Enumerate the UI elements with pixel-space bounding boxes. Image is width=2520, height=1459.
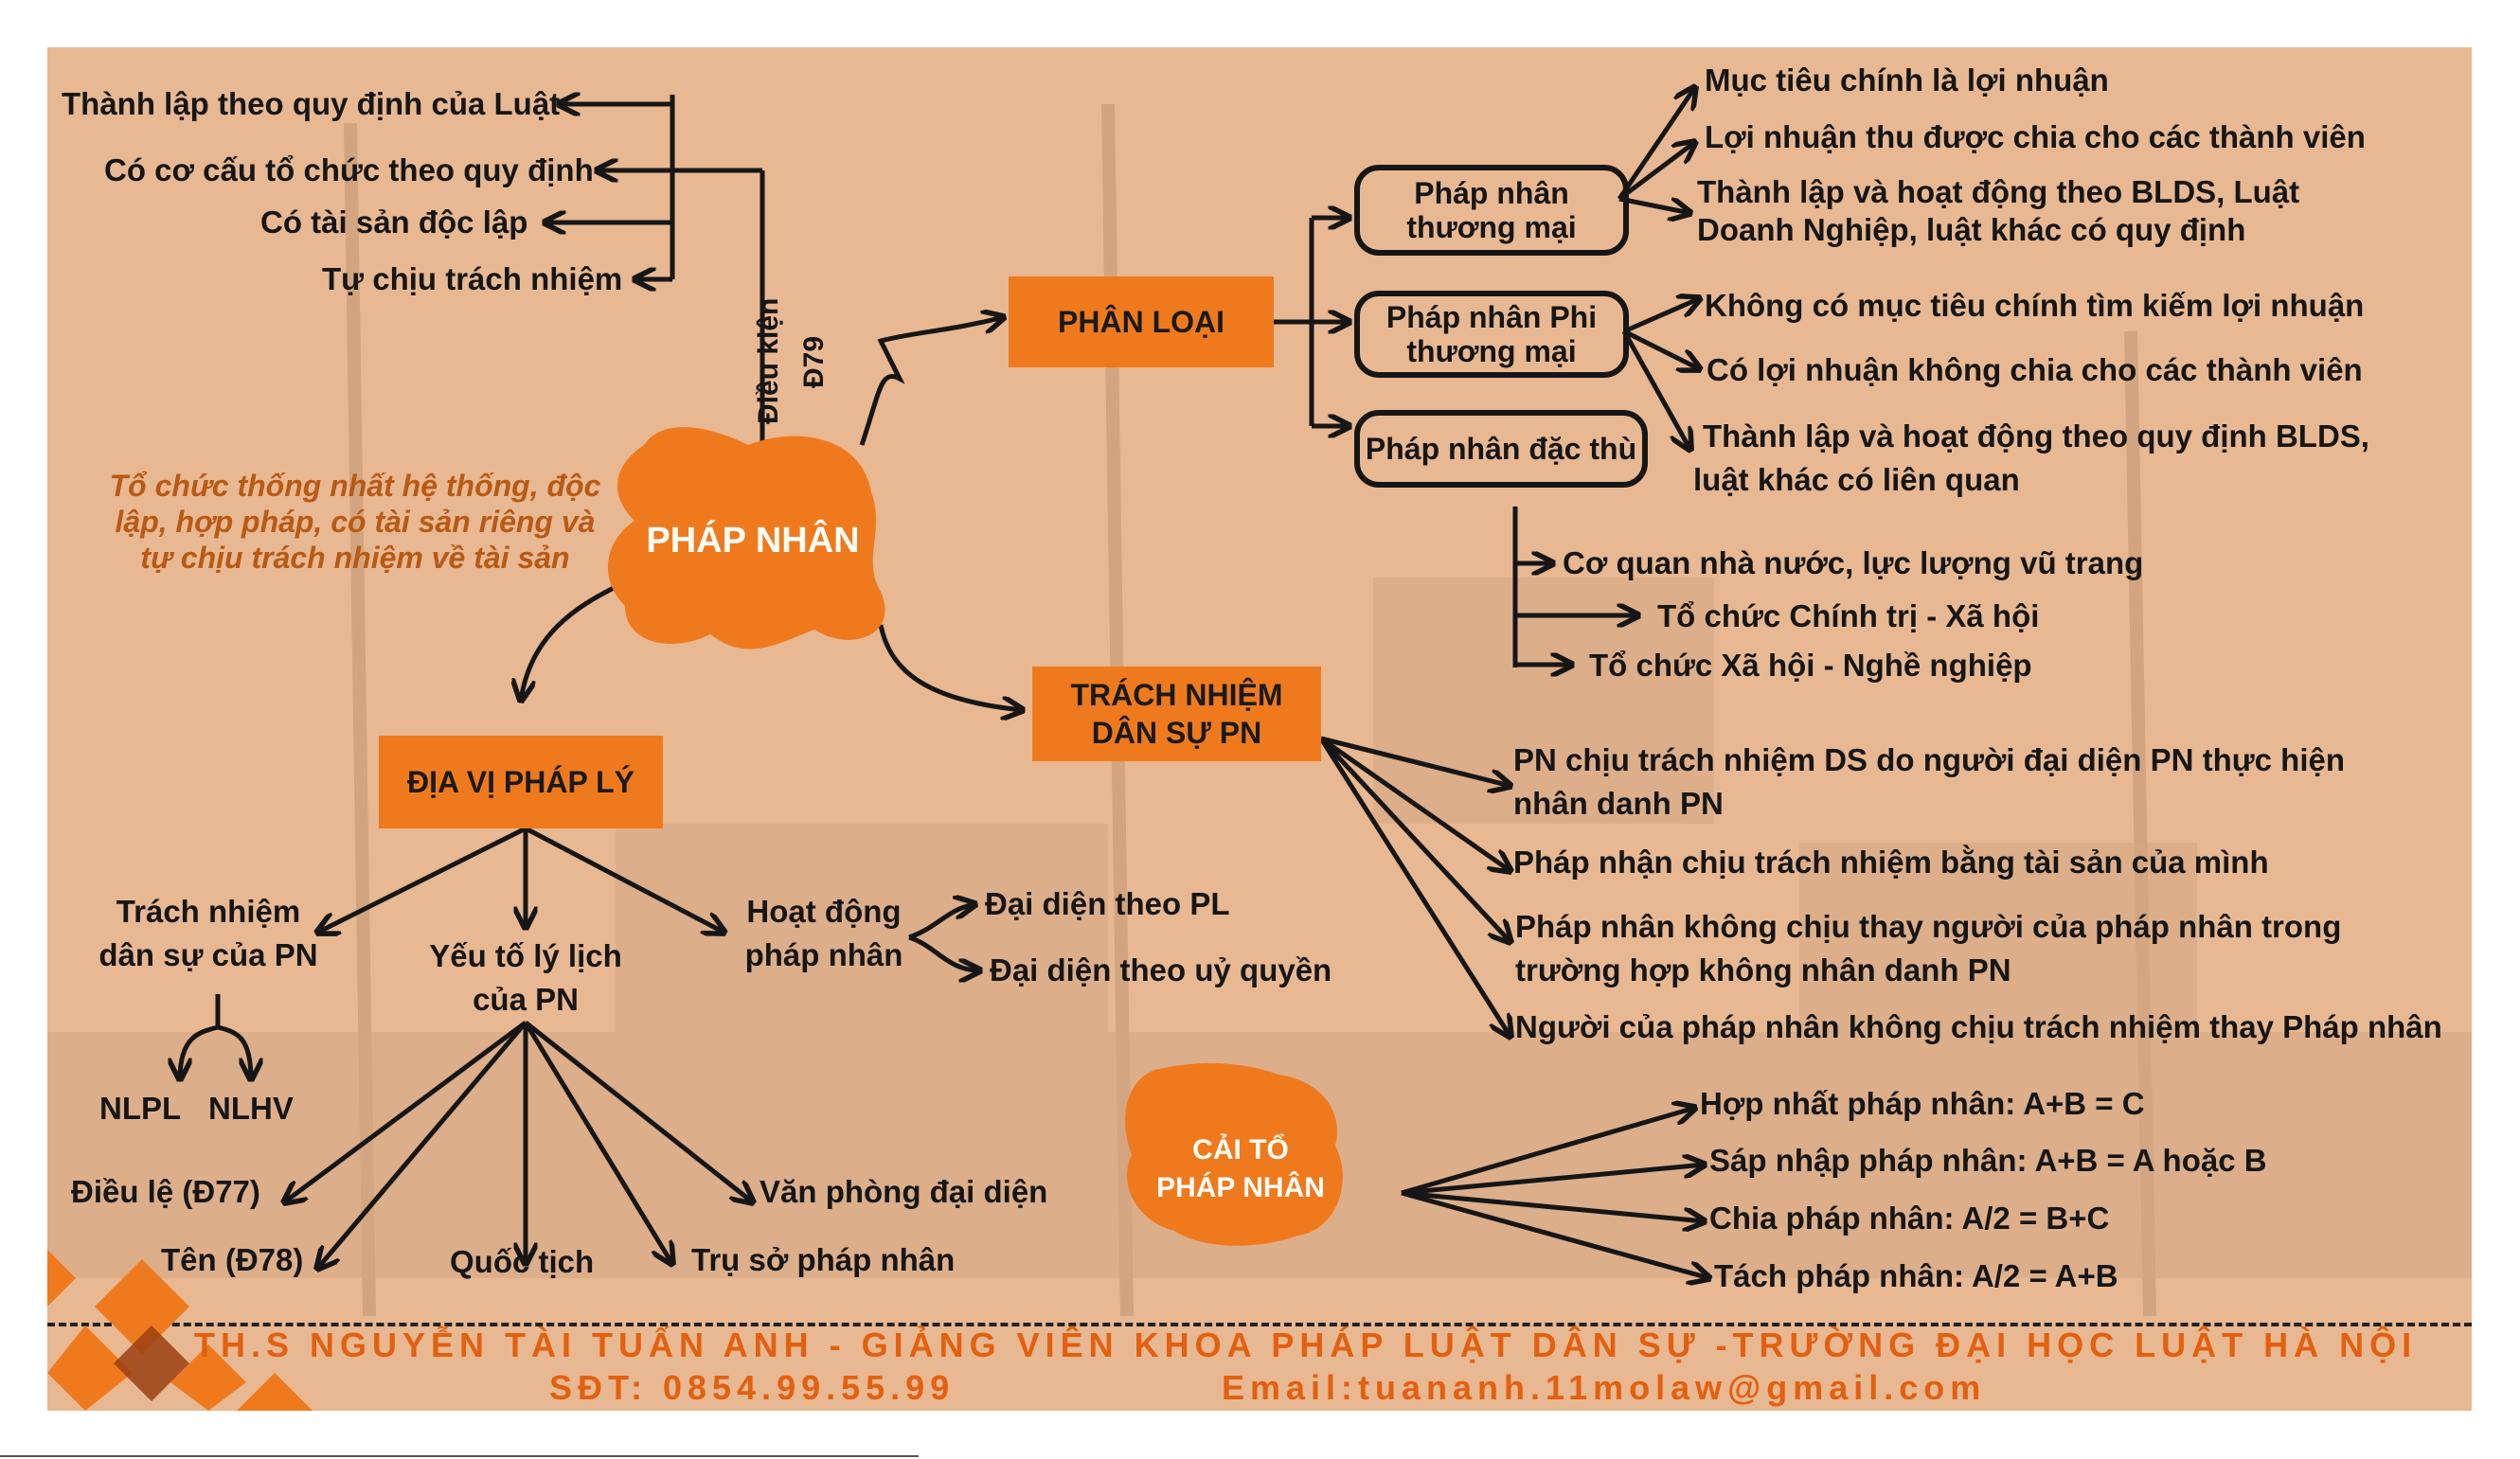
decorative-diamonds	[47, 1250, 313, 1411]
definition-text: Tổ chức thống nhất hệ thống, độc lập, hợ…	[90, 468, 620, 576]
dac-thu-item: Tổ chức Xã hội - Nghề nghiệp	[1589, 648, 2032, 683]
center-node: PHÁP NHÂN	[646, 521, 860, 560]
trait-item: Có lợi nhuận không chia cho các thành vi…	[1707, 352, 2363, 387]
trait-item: Thành lập và hoạt động theo BLDS, Luật	[1697, 174, 2300, 209]
trach-nhiem-item: Pháp nhận chịu trách nhiệm bằng tài sản …	[1513, 845, 2269, 880]
dac-thu-item: Cơ quan nhà nước, lực lượng vũ trang	[1563, 545, 2144, 580]
dia-vi-phap-ly-node: ĐỊA VỊ PHÁP LÝ	[379, 736, 663, 828]
nlpl-label: NLPL	[99, 1091, 182, 1126]
type-dac-thu: Pháp nhân đặc thù	[1354, 410, 1648, 488]
definition-line: lập, hợp pháp, có tài sản riêng và	[115, 505, 596, 539]
trach-nhiem-item: nhân danh PN	[1513, 786, 1724, 821]
ly-lich-item: Điều lệ (Đ77)	[71, 1174, 260, 1209]
hoat-dong-item: Đại diện theo PL	[985, 886, 1230, 921]
condition-item: Có tài sản độc lập	[260, 205, 528, 240]
footer-author: TH.S NGUYỄN TÀI TUẤN ANH - GIẢNG VIÊN KH…	[194, 1326, 2418, 1364]
ly-lich-item: Quốc tịch	[450, 1244, 595, 1279]
condition-item: Tự chịu trách nhiệm	[322, 261, 623, 296]
ly-lich-item: Tên (Đ78)	[161, 1242, 304, 1277]
cai-to-item: Hợp nhất pháp nhân: A+B = C	[1700, 1086, 2145, 1121]
phan-loai-node: PHÂN LOẠI	[1009, 276, 1274, 367]
footer-divider	[47, 1323, 2472, 1326]
condition-item: Có cơ cấu tổ chức theo quy định	[104, 152, 594, 187]
page-underline	[0, 1455, 919, 1457]
trait-item: luật khác có liên quan	[1693, 462, 2020, 497]
trait-item: Lợi nhuận thu được chia cho các thành vi…	[1705, 119, 2366, 154]
hoat-dong-item: Đại diện theo uỷ quyền	[990, 952, 1332, 987]
trait-item: Không có mục tiêu chính tìm kiếm lợi nhu…	[1705, 288, 2365, 323]
ly-lich-item: Trụ sở pháp nhân	[691, 1242, 956, 1277]
center-blob-shape	[607, 427, 1343, 1246]
cai-to-item: Chia pháp nhân: A/2 = B+C	[1709, 1201, 2110, 1236]
dac-thu-item: Tổ chức Chính trị - Xã hội	[1657, 598, 2040, 633]
trach-nhiem-item: trường hợp không nhân danh PN	[1515, 952, 2011, 987]
trach-nhiem-item: PN chịu trách nhiệm DS do người đại diện…	[1513, 742, 2345, 777]
mindmap-poster: Điều kiện Đ79 Thành lập theo quy định củ…	[47, 47, 2472, 1411]
trait-item: Doanh Nghiệp, luật khác có quy định	[1697, 212, 2246, 247]
trach-nhiem-item: Người của pháp nhân không chịu trách nhi…	[1515, 1009, 2442, 1044]
trait-item: Thành lập và hoạt động theo quy định BLD…	[1703, 418, 2369, 454]
definition-line: tự chịu trách nhiệm về tài sản	[140, 541, 570, 575]
nlhv-label: NLHV	[208, 1091, 294, 1126]
footer-email: Email:tuananh.11molaw@gmail.com	[1222, 1368, 1987, 1407]
footer-phone: SĐT: 0854.99.55.99	[549, 1368, 956, 1407]
cai-to-item: Sáp nhập pháp nhân: A+B = A hoặc B	[1709, 1143, 2267, 1178]
ly-lich-item: Văn phòng đại diện	[760, 1174, 1048, 1209]
connector-lines	[47, 47, 2472, 1411]
condition-item: Thành lập theo quy định của Luật	[62, 86, 561, 121]
trach-nhiem-item: Pháp nhân không chịu thay người của pháp…	[1515, 909, 2342, 944]
cai-to-item: Tách pháp nhân: A/2 = A+B	[1714, 1258, 2118, 1293]
trait-item: Mục tiêu chính là lợi nhuận	[1705, 62, 2109, 98]
definition-line: Tổ chức thống nhất hệ thống, độc	[109, 469, 601, 503]
